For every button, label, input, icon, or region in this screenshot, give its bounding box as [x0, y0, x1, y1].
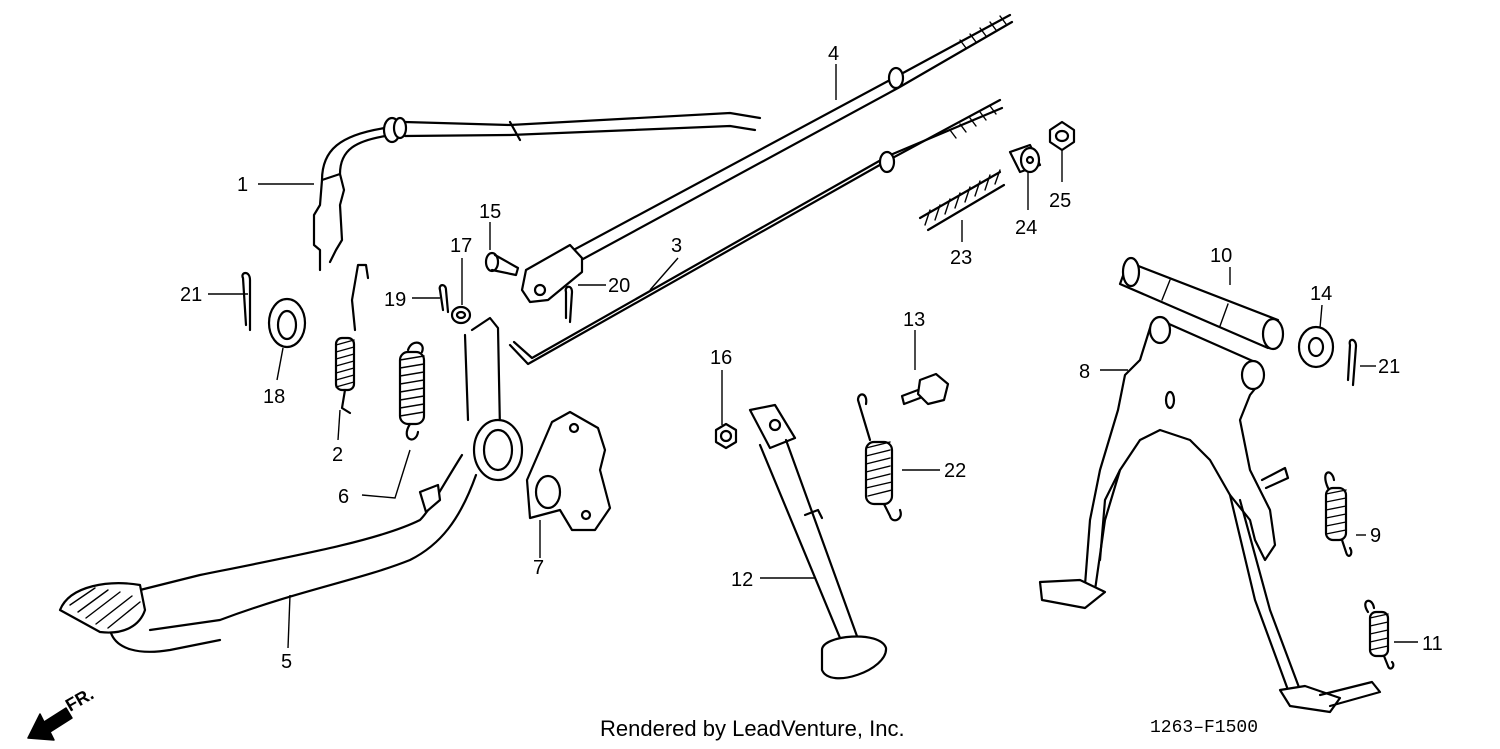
callout-12: 12	[731, 569, 753, 591]
spring-6-part[interactable]	[398, 341, 426, 441]
spring-23-part[interactable]	[918, 169, 1006, 232]
callout-5: 5	[281, 651, 292, 673]
callout-25: 25	[1049, 190, 1071, 212]
front-arrow-icon	[27, 707, 73, 741]
joint-24-part[interactable]	[1008, 143, 1042, 174]
rendered-by-credit: Rendered by LeadVenture, Inc.	[600, 716, 905, 741]
spring-2-part[interactable]	[334, 263, 370, 415]
clevis-pin-15-part[interactable]	[484, 251, 520, 277]
callout-24: 24	[1015, 217, 1037, 239]
callout-16: 16	[710, 347, 732, 369]
callout-9: 9	[1370, 525, 1381, 547]
diagram-code: 1263–F1500	[1150, 718, 1259, 738]
callout-15: 15	[479, 201, 501, 223]
bolt-13-part[interactable]	[900, 372, 950, 406]
callout-23: 23	[950, 247, 972, 269]
callout-18: 18	[263, 386, 285, 408]
callout-20: 20	[608, 275, 630, 297]
washer-17-part[interactable]	[450, 305, 472, 325]
leader-lines	[208, 64, 1418, 649]
callout-labels: 1 2 3 4 5 6 7 8 9 10 11 12 13 14 15 16 1…	[180, 43, 1443, 673]
callout-21-right: 21	[1378, 356, 1400, 378]
callout-19: 19	[384, 289, 406, 311]
washer-18-part[interactable]	[267, 297, 307, 349]
side-stand-12-part[interactable]	[748, 403, 888, 680]
main-stand-8-part[interactable]	[1038, 315, 1382, 714]
callout-7: 7	[533, 557, 544, 579]
front-direction-arrow: FR.	[27, 684, 97, 741]
callout-3: 3	[671, 235, 682, 257]
washer-14-part[interactable]	[1297, 325, 1335, 369]
brake-rod-4-part[interactable]	[520, 13, 1014, 304]
nut-25-part[interactable]	[1048, 120, 1076, 152]
callout-21-left: 21	[180, 284, 202, 306]
callout-17: 17	[450, 235, 472, 257]
spring-9-part[interactable]	[1324, 471, 1353, 557]
brake-rod-3-part[interactable]	[508, 98, 1004, 366]
cotter-pin-21-right-part[interactable]	[1346, 338, 1358, 387]
callout-10: 10	[1210, 245, 1232, 267]
callout-8: 8	[1079, 361, 1090, 383]
callout-1: 1	[237, 174, 248, 196]
callout-2: 2	[332, 444, 343, 466]
callout-11: 11	[1422, 633, 1443, 655]
cotter-pin-20-part[interactable]	[564, 285, 574, 324]
spring-22-part[interactable]	[856, 393, 902, 522]
nut-16-part[interactable]	[714, 422, 738, 450]
callout-4: 4	[828, 43, 839, 65]
callout-22: 22	[944, 460, 966, 482]
pivot-shaft-10-part[interactable]	[1118, 256, 1285, 351]
callout-13: 13	[903, 309, 925, 331]
callout-14: 14	[1310, 283, 1332, 305]
spring-11-part[interactable]	[1364, 599, 1395, 670]
stop-switch-part[interactable]	[312, 111, 762, 272]
cotter-pin-21-left-part[interactable]	[241, 271, 252, 332]
callout-6: 6	[338, 486, 349, 508]
bracket-7-part[interactable]	[525, 410, 612, 532]
brake-pedal-5-part[interactable]	[58, 316, 524, 653]
pin-19-part[interactable]	[438, 284, 450, 314]
